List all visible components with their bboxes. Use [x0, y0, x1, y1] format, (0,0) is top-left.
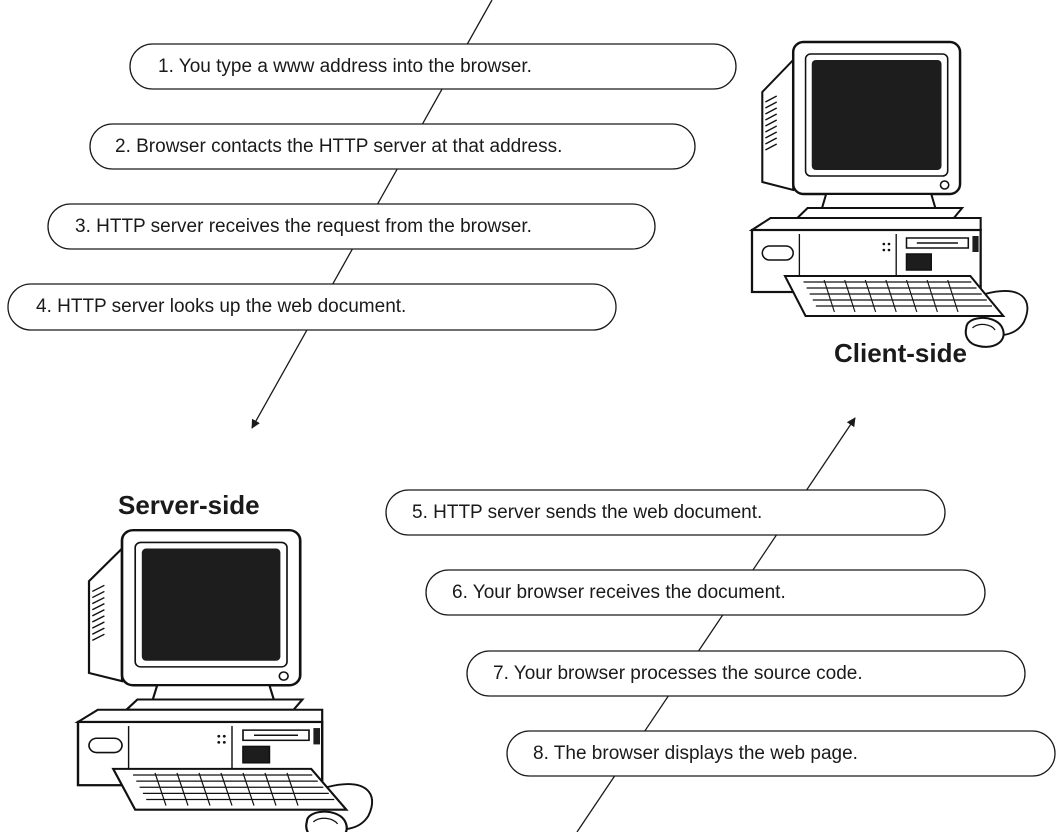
client-side-label: Client-side: [834, 338, 967, 368]
step-2-text: 2. Browser contacts the HTTP server at t…: [115, 136, 563, 157]
step-1-pill: [129, 43, 737, 90]
step-6-pill: [425, 569, 986, 616]
step-8-text: 8. The browser displays the web page.: [533, 743, 858, 764]
request-steps: [7, 43, 737, 331]
step-4-pill: [7, 283, 617, 331]
step-7-pill: [466, 650, 1026, 697]
client-computer-icon: [750, 40, 1029, 349]
server-computer-icon: [76, 528, 374, 832]
step-4-text: 4. HTTP server looks up the web document…: [36, 296, 407, 317]
server-side-label: Server-side: [118, 490, 260, 520]
step-3-pill: [47, 203, 656, 250]
step-3-text: 3. HTTP server receives the request from…: [75, 216, 532, 237]
step-7-text: 7. Your browser processes the source cod…: [493, 663, 863, 684]
step-2-pill: [89, 123, 696, 170]
step-1-text: 1. You type a www address into the brows…: [158, 56, 532, 77]
step-8-pill: [506, 730, 1056, 777]
step-5-pill: [385, 489, 946, 536]
response-steps: [385, 489, 1056, 777]
step-5-text: 5. HTTP server sends the web document.: [412, 502, 763, 523]
step-6-text: 6. Your browser receives the document.: [452, 582, 786, 603]
